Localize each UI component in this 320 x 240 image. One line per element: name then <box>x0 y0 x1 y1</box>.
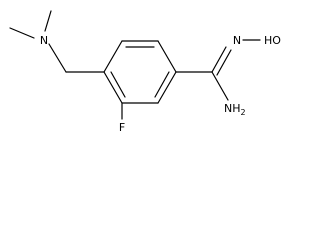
ring-bond-6 <box>103 71 123 104</box>
bond-c-n-double-a <box>211 46 227 73</box>
atom-amino: NH2 <box>224 102 246 117</box>
atom-n-oxime: N <box>233 34 241 47</box>
atom-amino-main: NH <box>224 102 241 115</box>
chemical-structure: N F N HO NH2 <box>9 10 281 134</box>
ring-bond-4 <box>157 71 177 104</box>
bond-c-nh2 <box>211 71 229 101</box>
ring-bond-1 <box>103 40 123 73</box>
bond-c-n-double-b <box>216 49 232 76</box>
atom-fluorine: F <box>119 121 125 134</box>
ring-double-bond-left <box>110 71 126 98</box>
ring-bond-3 <box>157 40 177 73</box>
bond-n-ch2 <box>48 43 67 73</box>
atom-hydroxyl: HO <box>264 34 281 47</box>
bond-methyl-top <box>44 10 52 32</box>
bond-methyl-left <box>9 27 35 39</box>
atom-n-amine: N <box>40 34 48 47</box>
ring-double-bond-right <box>154 71 170 98</box>
atom-amino-subscript: 2 <box>241 108 246 117</box>
